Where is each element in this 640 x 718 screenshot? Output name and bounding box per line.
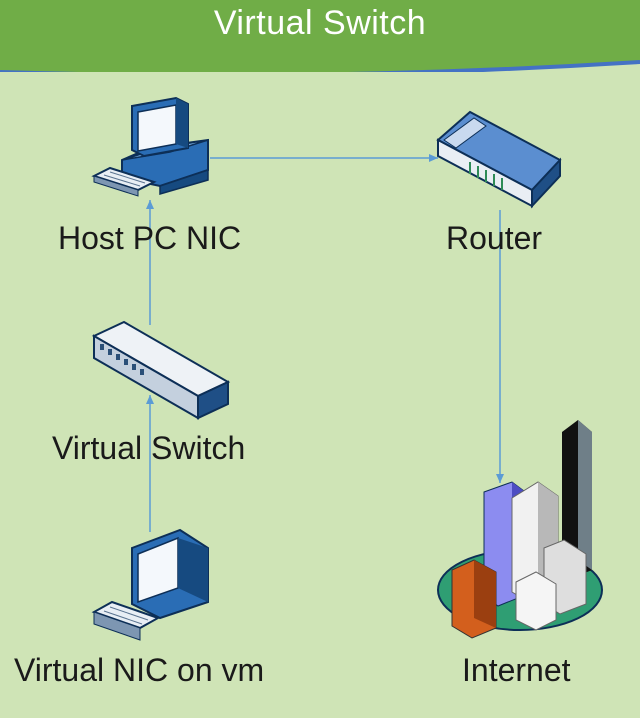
virtual-switch-label: Virtual Switch: [52, 430, 246, 466]
computer-monitor-icon: [91, 528, 209, 641]
router-label: Router: [446, 220, 543, 256]
virtual-nic-label: Virtual NIC on vm: [14, 652, 265, 688]
title-banner: [0, 0, 640, 72]
diagram-title: Virtual Switch: [213, 4, 427, 42]
host-pc-nic-label: Host PC NIC: [58, 220, 242, 256]
router-icon: [436, 110, 562, 209]
network-switch-icon: [91, 320, 231, 420]
desktop-computer-icon: [91, 96, 209, 197]
internet-label: Internet: [462, 652, 571, 688]
city-buildings-icon: [437, 420, 603, 639]
